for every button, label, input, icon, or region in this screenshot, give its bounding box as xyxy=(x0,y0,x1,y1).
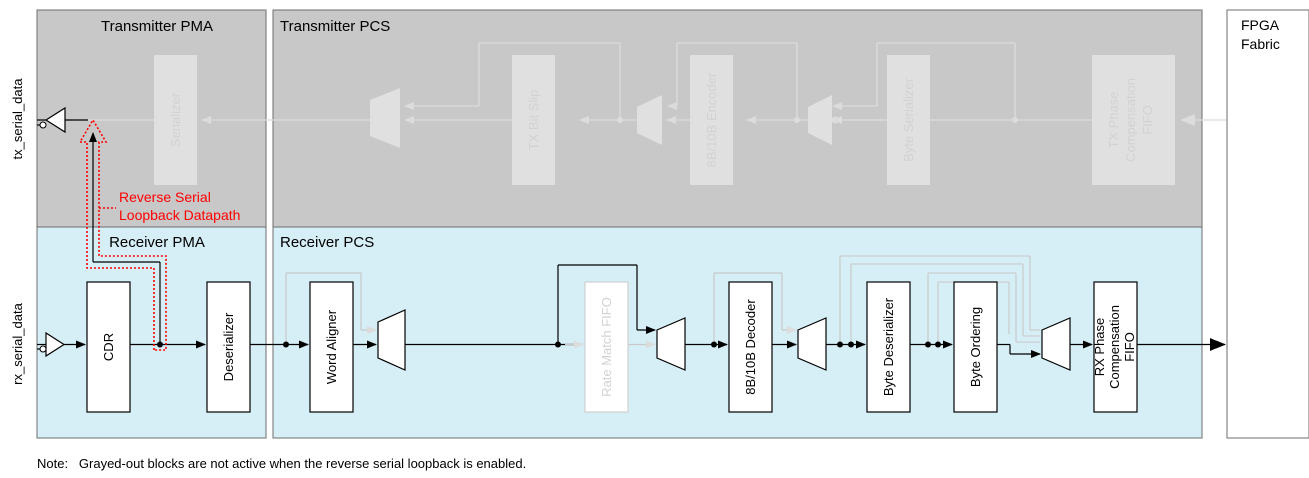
cdr-label: CDR xyxy=(101,333,116,361)
tx-pcs-title: Transmitter PCS xyxy=(280,18,390,35)
svg-text:FIFO: FIFO xyxy=(1122,332,1137,362)
byte-deserializer-block xyxy=(866,281,911,413)
tx-phase-fifo-block xyxy=(1092,55,1175,185)
byte-ordering-block xyxy=(953,281,998,413)
fpga-fabric-label-line1: FPGA xyxy=(1241,17,1280,33)
svg-text:RX Phase: RX Phase xyxy=(1092,318,1107,377)
rx-buffer-bubble xyxy=(39,345,47,353)
byte-serializer-label: Byte Serializer xyxy=(901,77,916,161)
fpga-fabric-label-line2: Fabric xyxy=(1241,36,1280,52)
word-aligner-block xyxy=(309,281,354,413)
note-text: Note: Grayed-out blocks are not active w… xyxy=(37,456,526,471)
rx-port-label: rx_serial_data xyxy=(10,302,25,384)
encoder-label: 8B/10B Encoder xyxy=(704,72,719,167)
rx-phase-fifo-block xyxy=(1093,281,1138,413)
tx-buffer-bubble xyxy=(39,121,47,129)
rx-datapath xyxy=(64,264,1226,358)
tx-mux-1 xyxy=(370,88,400,148)
rx-mux-4 xyxy=(1041,317,1071,371)
tx-pma-region xyxy=(36,9,267,228)
rx-phase-fifo-label: RX Phase Compensation FIFO xyxy=(1092,305,1137,389)
rx-mux-1 xyxy=(377,309,406,371)
tx-phase-fifo-label: TX Phase Compensation FIFO xyxy=(1106,78,1155,162)
tx-port-label: tx_serial_data xyxy=(10,78,25,160)
rx-output-arrow xyxy=(1210,338,1225,351)
decoder-block xyxy=(728,281,773,413)
rx-mux-3 xyxy=(797,317,827,371)
loopback-label-line1: Reverse Serial xyxy=(119,189,211,205)
rate-match-fifo-label: Rate Match FIFO xyxy=(599,297,614,397)
loopback-label-line2: Loopback Datapath xyxy=(119,207,240,223)
tx-input-arrow xyxy=(1181,114,1195,126)
tx-mux-3 xyxy=(808,95,832,145)
tx-bit-slip-label: TX Bit Slip xyxy=(526,90,541,151)
rate-match-fifo-block xyxy=(584,281,629,413)
rx-junctions xyxy=(157,341,941,348)
encoder-block xyxy=(690,55,733,185)
serializer-label: Serializer xyxy=(168,92,183,147)
rx-pcs-title: Receiver PCS xyxy=(280,234,374,251)
svg-text:Compensation: Compensation xyxy=(1107,305,1122,389)
loopback-path xyxy=(78,118,167,351)
word-aligner-label: Word Aligner xyxy=(324,309,339,384)
fpga-fabric-region xyxy=(1226,9,1309,439)
tx-pma-title: Transmitter PMA xyxy=(101,18,213,35)
svg-text:TX Phase: TX Phase xyxy=(1106,91,1121,148)
tx-pcs-region xyxy=(272,9,1203,228)
svg-text:Compensation: Compensation xyxy=(1123,78,1138,162)
decoder-label: 8B/10B Decoder xyxy=(743,299,758,395)
deserializer-label: Deserializer xyxy=(221,312,236,381)
deserializer-block xyxy=(206,281,251,413)
rx-mux-2 xyxy=(656,317,686,371)
rx-pma-title: Receiver PMA xyxy=(109,234,205,251)
tx-bit-slip-block xyxy=(512,55,555,185)
tx-mux-2 xyxy=(637,95,662,145)
tx-junctions xyxy=(617,117,1018,123)
serializer-block xyxy=(154,55,197,185)
byte-deserializer-label: Byte Deserializer xyxy=(881,297,896,396)
byte-ordering-label: Byte Ordering xyxy=(968,307,983,387)
cdr-block xyxy=(86,281,131,413)
byte-serializer-block xyxy=(887,55,930,185)
svg-text:FIFO: FIFO xyxy=(1140,105,1155,135)
